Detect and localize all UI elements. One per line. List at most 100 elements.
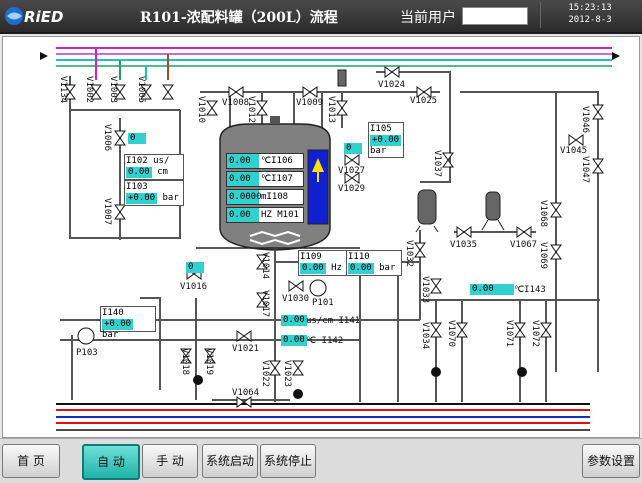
i140-tag: I140 <box>102 308 124 318</box>
valve-v1070-label[interactable]: V1070 <box>446 320 456 348</box>
valve-v1012-label[interactable]: V1012 <box>246 96 256 124</box>
valve-v1021-label[interactable]: V1021 <box>232 344 260 354</box>
i105-unit: bar <box>370 146 387 156</box>
current-user-field[interactable] <box>462 7 528 25</box>
i102-box: I102 us/ 0.00 cm <box>124 154 184 180</box>
valve-v1029-label[interactable]: V1029 <box>338 184 366 194</box>
v1006-value[interactable]: 0 <box>128 133 146 144</box>
clock-date: 2012-8-3 <box>568 15 612 25</box>
valve-v1002-label[interactable]: V1002 <box>84 76 94 104</box>
i107-label: ℃I107 <box>261 174 293 184</box>
valve-v1032-label[interactable]: V1032 <box>404 240 414 268</box>
i108-label: mI108 <box>261 192 289 202</box>
valve-v1134-label[interactable]: V1134 <box>58 76 68 104</box>
i103-box: I103 +0.00 bar <box>124 180 184 206</box>
home-button[interactable]: 首 页 <box>2 444 60 478</box>
v1027-value[interactable]: 0 <box>344 143 362 154</box>
i142-value: 0.00 <box>281 335 307 346</box>
parameter-settings-button[interactable]: 参数设置 <box>582 444 640 478</box>
valve-v1046-label[interactable]: V1046 <box>580 106 590 134</box>
i103-tag: I103 <box>126 182 148 192</box>
i142-label: ℃ I142 <box>306 336 344 346</box>
i102-tag: I102 <box>126 156 148 166</box>
i106-label: ℃I106 <box>261 156 293 166</box>
i141-value: 0.00 <box>281 315 307 326</box>
tank-i106: 0.00℃I106 <box>226 153 304 169</box>
valve-v1007-label[interactable]: V1007 <box>102 198 112 226</box>
v1016-value[interactable]: 0 <box>186 262 204 273</box>
i110-box: I110 0.00 bar <box>346 250 402 276</box>
valve-v1022-label[interactable]: V1022 <box>260 360 270 388</box>
i110-unit: bar <box>379 263 396 273</box>
i109-value: 0.00 <box>300 263 326 274</box>
m101-value: 0.00 <box>227 208 259 222</box>
page-title: R101-浓配料罐（200L）流程 <box>140 10 338 26</box>
ried-logo: RiED <box>5 7 63 26</box>
pump-p101-icon <box>309 279 327 297</box>
valve-v1018-label[interactable]: V1018 <box>180 348 190 376</box>
i106-value: 0.00 <box>227 154 259 168</box>
system-start-button[interactable]: 系统启动 <box>202 444 258 478</box>
clock-time: 15:23:13 <box>568 3 612 13</box>
valve-v1014-label[interactable]: V1014 <box>260 252 270 280</box>
clock: 15:23:13 2012-8-3 <box>540 2 639 28</box>
valve-v1047-label[interactable]: V1047 <box>580 156 590 184</box>
valve-v1030-label[interactable]: V1030 <box>282 294 310 304</box>
i108-value: 0.0000 <box>227 190 262 204</box>
i109-unit: Hz <box>331 263 342 273</box>
i105-value: +0.00 <box>370 135 402 146</box>
valve-v1068-label[interactable]: V1068 <box>538 200 548 228</box>
i102-value: 0.00 <box>126 167 152 178</box>
title-bar: RiED R101-浓配料罐（200L）流程 当前用户 15:23:13 201… <box>0 0 642 34</box>
valve-v1069-label[interactable]: V1069 <box>538 242 548 270</box>
i109-box: I109 0.00 Hz <box>298 250 348 276</box>
valve-v1005-label[interactable]: V1005 <box>136 76 146 104</box>
valve-v1013-label[interactable]: V1013 <box>326 96 336 124</box>
manual-button[interactable]: 手 动 <box>142 444 198 478</box>
pump-p103-label: P103 <box>76 348 98 358</box>
valve-v1064-label[interactable]: V1064 <box>232 388 260 398</box>
auto-button[interactable]: 自 动 <box>82 444 140 480</box>
valve-v1045-label[interactable]: V1045 <box>560 146 588 156</box>
tank-i107: 0.00℃I107 <box>226 171 304 187</box>
valve-v1024-label[interactable]: V1024 <box>378 80 406 90</box>
valve-v1009-label[interactable]: V1009 <box>296 98 324 108</box>
valve-v1037-label[interactable]: V1037 <box>432 150 442 178</box>
valve-v1072-label[interactable]: V1072 <box>530 320 540 348</box>
i140-unit: bar <box>102 330 119 340</box>
valve-v1010-label[interactable]: V1010 <box>196 96 206 124</box>
i105-tag: I105 <box>370 124 392 134</box>
i140-box: I140 +0.00 bar <box>100 306 156 340</box>
i107-value: 0.00 <box>227 172 259 186</box>
pump-p103-icon <box>77 327 95 345</box>
valve-v1067-label[interactable]: V1067 <box>510 240 538 250</box>
pump-p101-label: P101 <box>312 298 334 308</box>
valve-v1017-label[interactable]: V1017 <box>260 290 270 318</box>
i102-unit2: cm <box>157 167 168 177</box>
i110-value: 0.00 <box>348 263 374 274</box>
system-stop-button[interactable]: 系统停止 <box>260 444 316 478</box>
m101-label: HZ M101 <box>261 210 299 220</box>
valve-v1071-label[interactable]: V1071 <box>504 320 514 348</box>
i103-value: +0.00 <box>126 193 158 204</box>
logo-text: RiED <box>24 8 63 26</box>
current-user-label: 当前用户 <box>400 10 456 26</box>
valve-v1027-label[interactable]: V1027 <box>338 166 366 176</box>
valve-v1035-label[interactable]: V1035 <box>450 240 478 250</box>
valve-v1034-label[interactable]: V1034 <box>420 322 430 350</box>
valve-v1016-label[interactable]: V1016 <box>180 282 208 292</box>
valve-v1023-label[interactable]: V1023 <box>282 360 292 388</box>
valve-v1019-label[interactable]: V1019 <box>204 348 214 376</box>
i140-value: +0.00 <box>102 319 134 330</box>
i141-label: us/cm I141 <box>306 316 361 326</box>
i103-unit: bar <box>162 193 179 203</box>
valve-v1003-label[interactable]: V1003 <box>108 76 118 104</box>
valve-v1025-label[interactable]: V1025 <box>410 96 438 106</box>
valve-v1006-label[interactable]: V1006 <box>102 124 112 152</box>
i143-label: ℃I143 <box>514 285 546 295</box>
valve-v1008-label[interactable]: V1008 <box>222 98 250 108</box>
valve-v1033-label[interactable]: V1033 <box>420 276 430 304</box>
i105-box: I105 +0.00 bar <box>368 122 404 158</box>
